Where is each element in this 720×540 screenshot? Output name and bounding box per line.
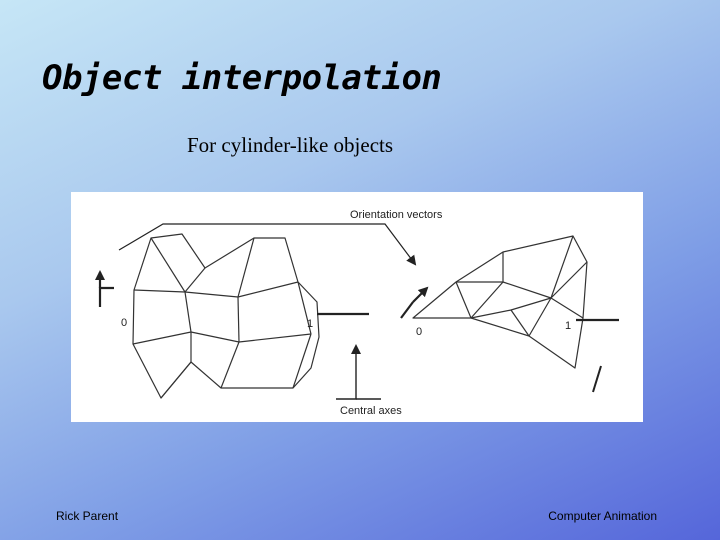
- right-orientation-vector: [412, 286, 429, 303]
- footer-author: Rick Parent: [56, 509, 119, 523]
- left-start-label: 0: [121, 317, 127, 329]
- left-axis-bracket: [98, 286, 114, 307]
- central-axes-callout-line: [336, 344, 361, 400]
- right-object: [412, 235, 588, 369]
- footer-course: Computer Animation: [548, 509, 657, 523]
- orientation-label: Orientation vectors: [350, 209, 443, 221]
- right-start-label: 0: [416, 326, 422, 338]
- orientation-callout-line: [118, 223, 417, 266]
- interpolation-diagram: 0 1 0 1 Orientation vectors Central axes: [95, 209, 619, 417]
- figure-panel: 0 1 0 1 Orientation vectors Central axes: [71, 192, 643, 422]
- central-axes-label: Central axes: [340, 405, 402, 417]
- right-axis-bracket: [400, 301, 414, 319]
- left-end-label: 1: [307, 318, 313, 330]
- left-object: [132, 233, 320, 399]
- slide-title: Object interpolation: [42, 58, 442, 98]
- right-end-label: 1: [565, 320, 571, 332]
- slide-subtitle: For cylinder-like objects: [187, 133, 394, 157]
- right-axis-tail: [592, 365, 602, 393]
